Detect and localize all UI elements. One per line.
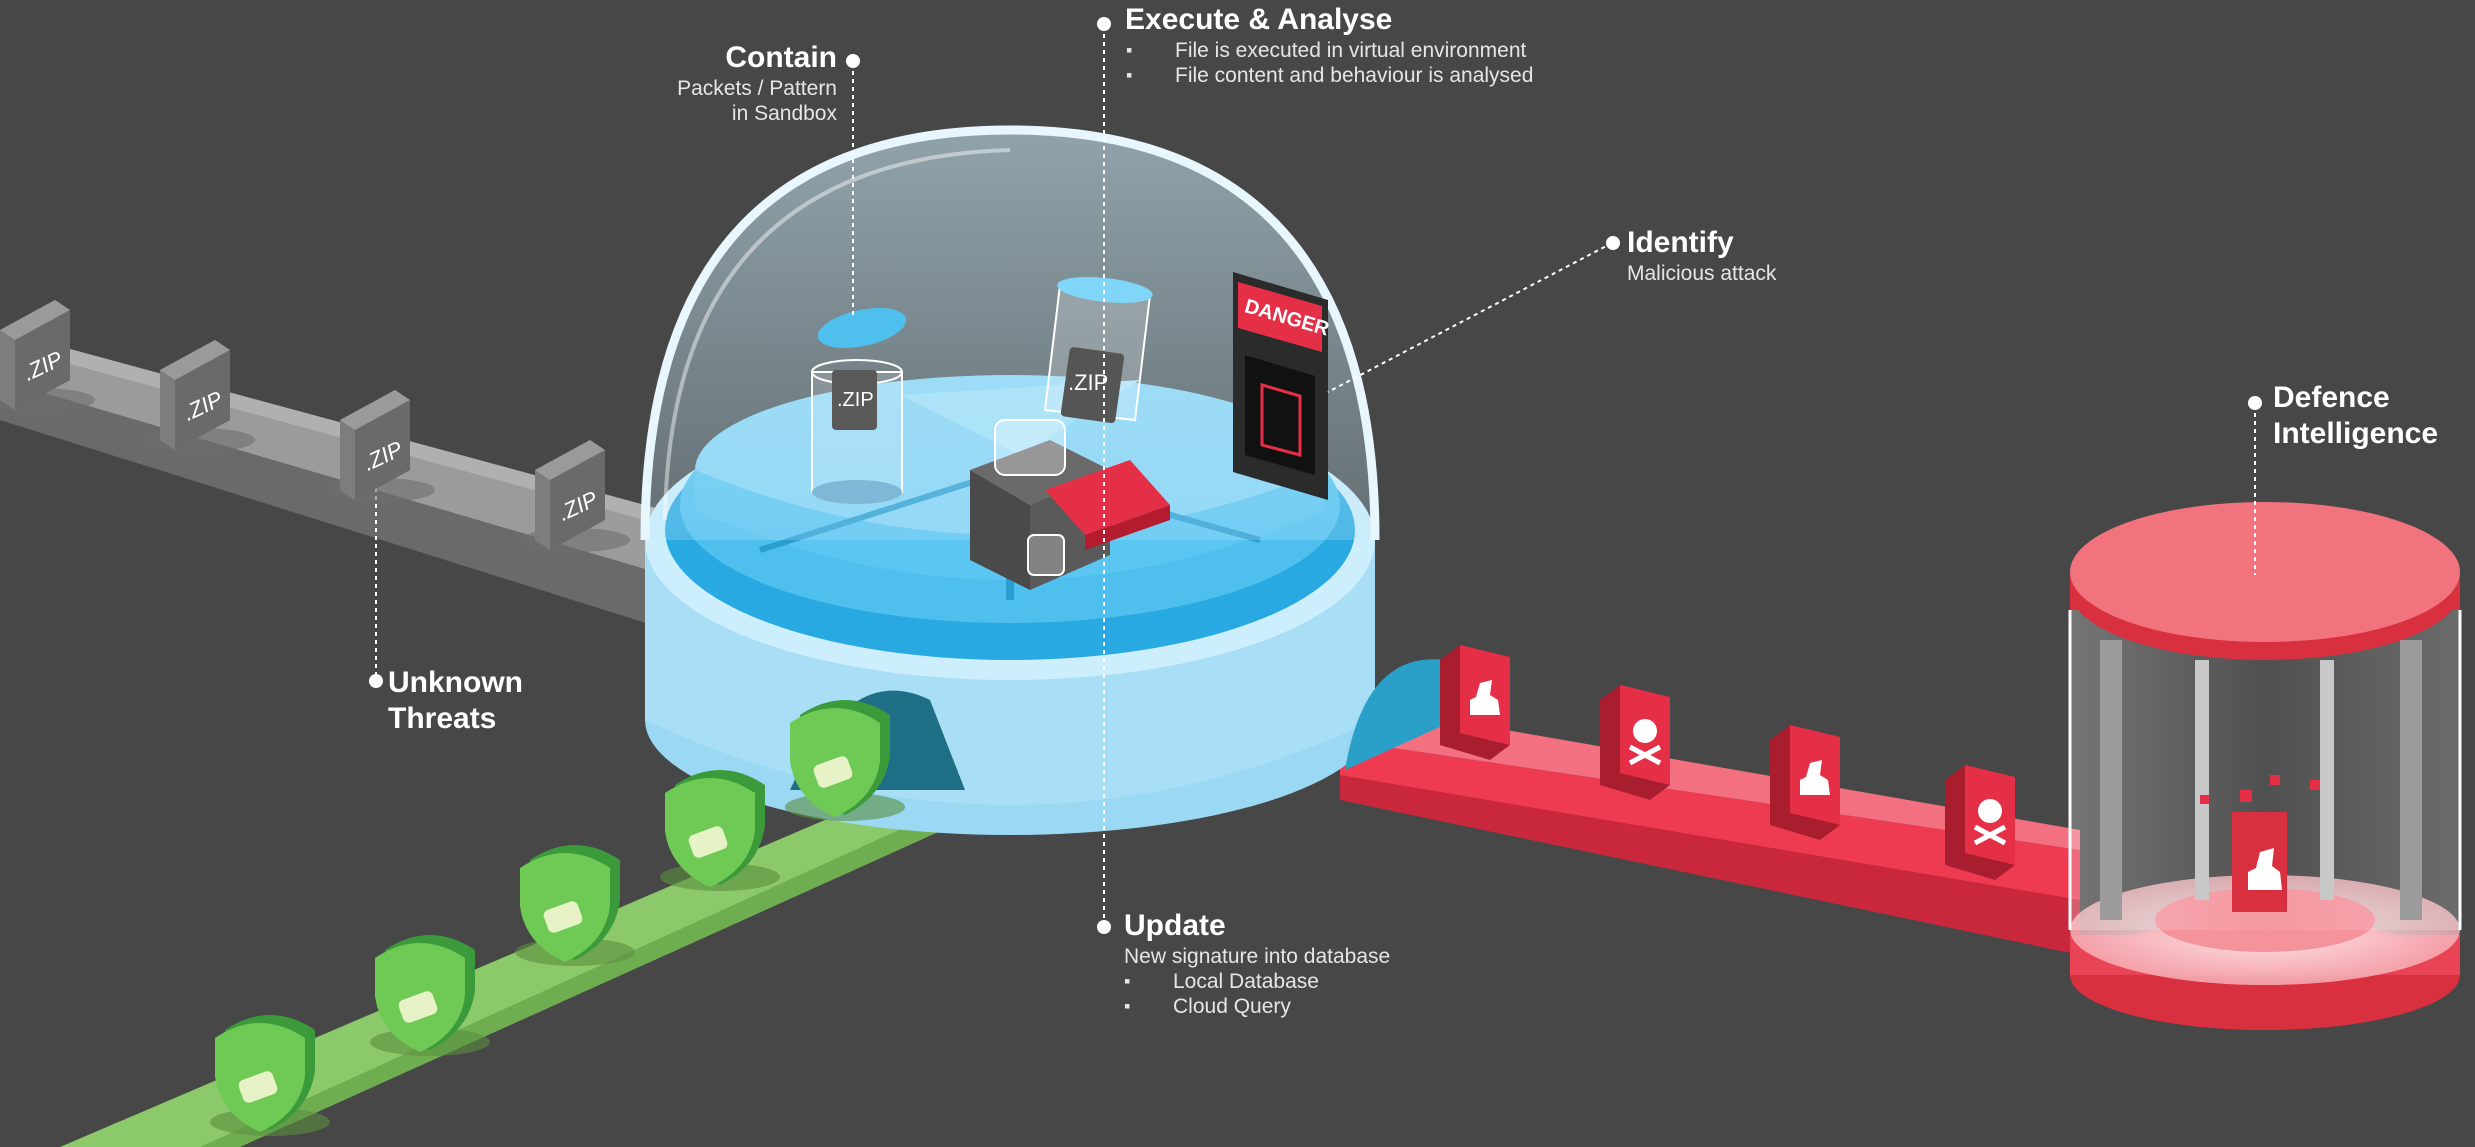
trojan-horse-icon: [1770, 725, 1840, 840]
threat-conveyor: [1340, 715, 2080, 955]
contain-cylinder: [811, 308, 907, 504]
defence-intelligence-label: Defence Intelligence: [2273, 380, 2438, 452]
trojan-horse-icon: [2248, 848, 2282, 890]
trojan-horse-icon: [1440, 645, 1510, 760]
unknown-threats-label: Unknown Threats: [388, 665, 523, 737]
local-database-bullet: Local Database: [1124, 969, 1390, 994]
shield-icon: [210, 1015, 330, 1136]
shield-icon: [660, 770, 780, 891]
identify-label: Identify Malicious attack: [1627, 225, 1776, 286]
analyse-bullet: File content and behaviour is analysed: [1126, 63, 1533, 88]
sandbox-dome: [640, 125, 1380, 541]
update-subtitle: New signature into database: [1124, 945, 1391, 968]
zip-file-label: .ZIP: [837, 389, 874, 411]
zip-file-icon: .ZIP: [325, 390, 435, 502]
update-label: Update New signature into database Local…: [1124, 908, 1390, 1019]
danger-card-icon: [1233, 272, 1328, 500]
identify-subtitle: Malicious attack: [1627, 262, 1777, 285]
defence-line2: Intelligence: [2273, 417, 2439, 450]
zip-file-icon: .ZIP: [0, 300, 95, 412]
defence-line1: Defence: [2273, 381, 2390, 414]
unknown-line1: Unknown: [388, 666, 523, 699]
zip-file-label: .ZIP: [1068, 370, 1108, 395]
cloud-query-bullet: Cloud Query: [1124, 994, 1390, 1019]
execute-bullet: File is executed in virtual environment: [1126, 38, 1533, 63]
defence-vault: [2068, 502, 2462, 1030]
analysis-beaker: [1043, 277, 1153, 424]
leader-lines: [375, 26, 2256, 930]
skull-crossbones-icon: [1600, 685, 1670, 800]
identify-title: Identify: [1627, 226, 1734, 259]
update-title: Update: [1124, 909, 1226, 942]
execute-analyse-title: Execute & Analyse: [1125, 3, 1393, 36]
contain-line1: Packets / Pattern: [677, 77, 837, 100]
shield-icon: [515, 845, 635, 966]
leader-dots: [369, 17, 2262, 934]
contain-label: Contain Packets / Pattern in Sandbox: [600, 40, 837, 126]
execute-analyse-bullets: File is executed in virtual environment …: [1126, 38, 1533, 88]
shield-icon: [785, 700, 905, 821]
contain-title: Contain: [725, 41, 837, 74]
processing-box: [970, 419, 1170, 590]
update-bullets: Local Database Cloud Query: [1124, 969, 1390, 1019]
zip-file-icon: .ZIP: [520, 440, 630, 552]
safe-file-conveyor: [60, 775, 965, 1147]
contain-line2: in Sandbox: [731, 102, 837, 125]
shield-icon: [370, 935, 490, 1056]
unknown-line2: Threats: [388, 702, 497, 735]
execute-analyse-label: Execute & Analyse File is executed in vi…: [1125, 2, 1533, 88]
skull-crossbones-icon: [1945, 765, 2015, 880]
zip-file-icon: .ZIP: [145, 340, 255, 452]
